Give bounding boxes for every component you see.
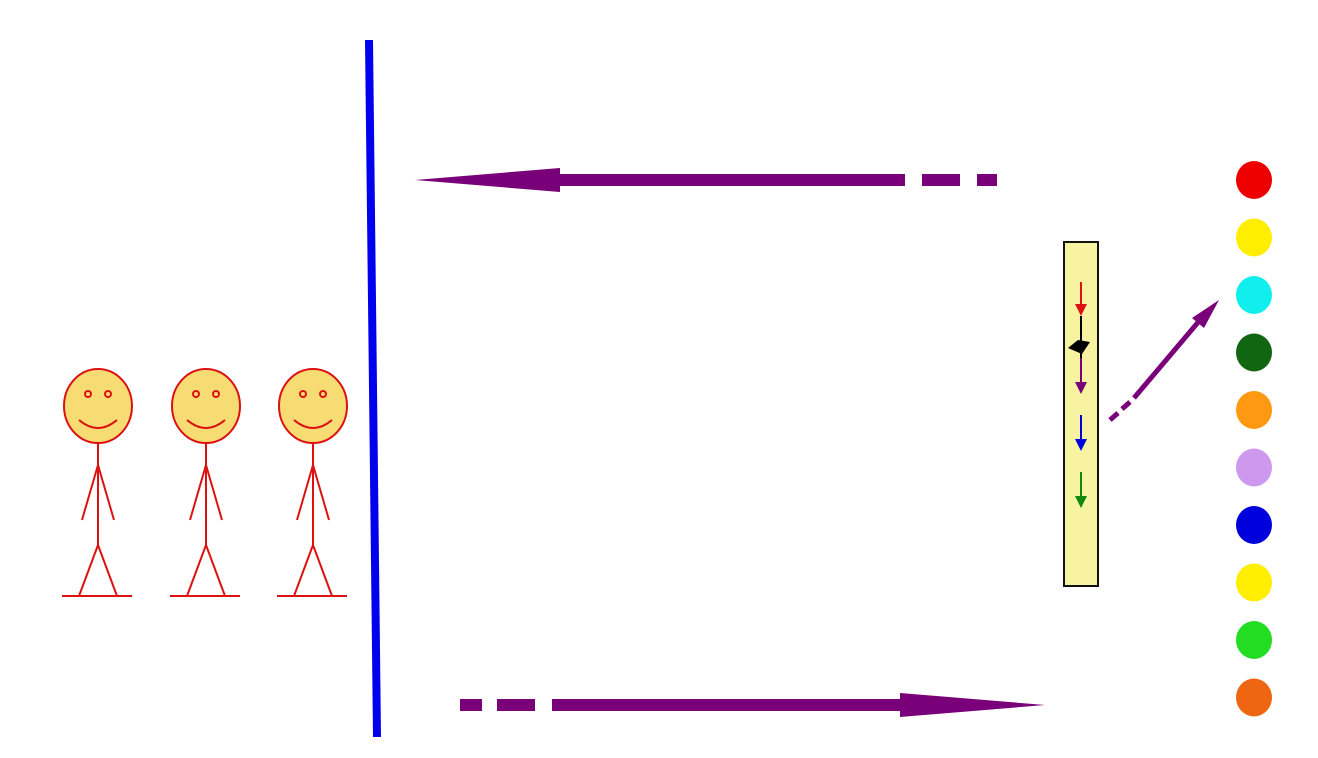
arrow-up-right-icon	[1110, 300, 1219, 420]
person-1	[62, 369, 132, 596]
barrier-line	[369, 40, 377, 737]
right-leg	[206, 545, 225, 596]
right-leg	[313, 545, 332, 596]
arrow-left-icon	[415, 168, 997, 192]
left-arm	[190, 465, 206, 520]
color-dot-3	[1236, 276, 1272, 314]
arrowhead-right	[900, 693, 1045, 717]
color-dot-5	[1236, 391, 1272, 429]
arrow-shaft	[1134, 320, 1200, 398]
left-arm	[82, 465, 98, 520]
people-group	[62, 369, 347, 596]
color-dot-10	[1236, 679, 1272, 717]
arrow-dash	[1122, 402, 1130, 409]
smiley-face-icon	[172, 369, 240, 443]
sequence-box-group	[1064, 242, 1098, 586]
left-leg	[79, 545, 98, 596]
arrow-right-icon	[460, 693, 1045, 717]
smiley-face-icon	[64, 369, 132, 443]
left-leg	[294, 545, 313, 596]
left-arm	[297, 465, 313, 520]
left-leg	[187, 545, 206, 596]
color-dot-8	[1236, 564, 1272, 602]
arrowhead-left	[415, 168, 560, 192]
right-arm	[206, 465, 222, 520]
right-arm	[313, 465, 329, 520]
barrier-group	[369, 40, 377, 737]
color-dot-2	[1236, 219, 1272, 257]
right-arm	[98, 465, 114, 520]
arrow-dash	[1110, 413, 1118, 420]
color-dot-6	[1236, 449, 1272, 487]
stick-body-icon	[170, 443, 240, 596]
stick-body-icon	[277, 443, 347, 596]
color-dots-group	[1236, 161, 1272, 717]
color-dot-7	[1236, 506, 1272, 544]
right-leg	[98, 545, 117, 596]
color-dot-9	[1236, 621, 1272, 659]
color-dot-1	[1236, 161, 1272, 199]
color-dot-4	[1236, 334, 1272, 372]
person-2	[170, 369, 240, 596]
smiley-face-icon	[279, 369, 347, 443]
stick-body-icon	[62, 443, 132, 596]
person-3	[277, 369, 347, 596]
